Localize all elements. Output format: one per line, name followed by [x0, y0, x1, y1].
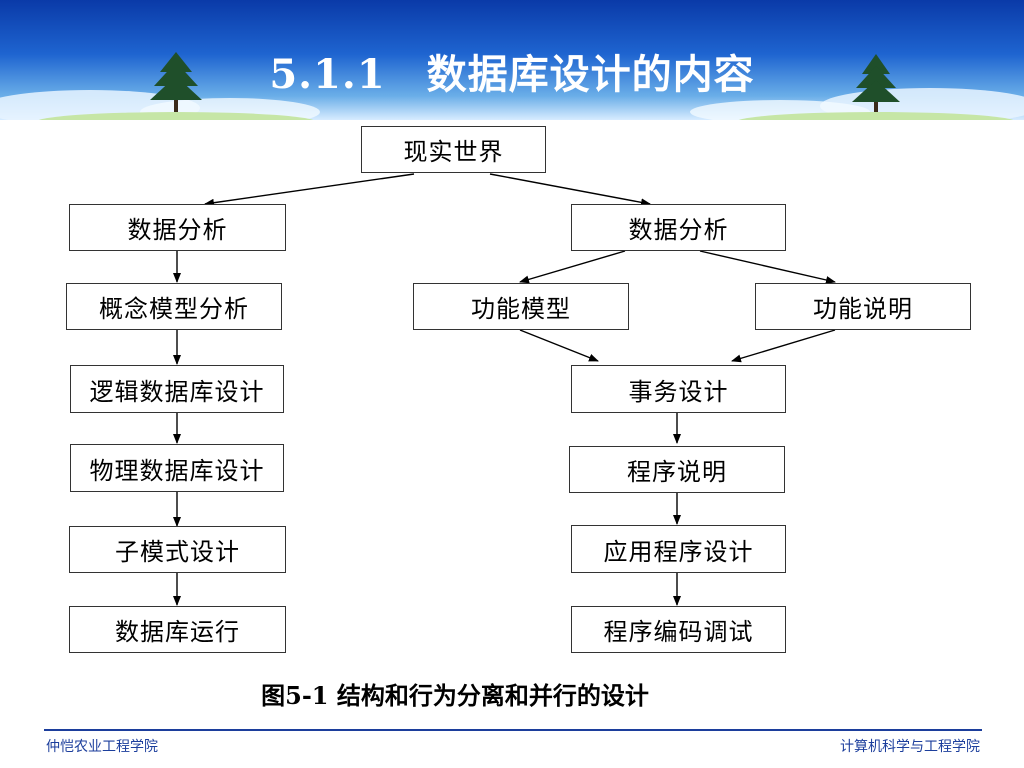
tree-icon [150, 52, 202, 116]
node-physical-db-design: 物理数据库设计 [70, 444, 284, 492]
arrow-spec-to-tx [731, 329, 836, 363]
arrow-root-to-left [204, 173, 415, 207]
tree-icon [852, 54, 900, 116]
arrow-right-to-model [519, 250, 626, 284]
node-logical-db-design: 逻辑数据库设计 [70, 365, 284, 413]
node-conceptual-model-analysis: 概念模型分析 [66, 283, 282, 330]
arrow-root-to-right [489, 173, 651, 207]
node-function-model: 功能模型 [413, 283, 629, 330]
node-function-spec: 功能说明 [755, 283, 971, 330]
node-db-operation: 数据库运行 [69, 606, 286, 653]
node-transaction-design: 事务设计 [571, 365, 786, 413]
title-banner: 5.1.1 数据库设计的内容 [0, 0, 1024, 120]
node-real-world: 现实世界 [361, 126, 546, 173]
node-coding-debugging: 程序编码调试 [571, 606, 786, 653]
node-program-spec: 程序说明 [569, 446, 785, 493]
node-left-data-analysis: 数据分析 [69, 204, 286, 251]
node-right-data-analysis: 数据分析 [571, 204, 786, 251]
node-subschema-design: 子模式设计 [69, 526, 286, 573]
banner-scenery [0, 52, 1024, 120]
footer-department: 计算机科学与工程学院 [840, 739, 980, 755]
node-application-design: 应用程序设计 [571, 525, 786, 573]
figure-caption: 图5-1 结构和行为分离和并行的设计 [261, 681, 649, 710]
arrow-right-to-spec [699, 250, 836, 284]
slide-title: 5.1.1 数据库设计的内容 [269, 51, 755, 98]
arrow-model-to-tx [519, 329, 599, 362]
footer-institution: 仲恺农业工程学院 [46, 739, 158, 755]
footer-divider [44, 729, 982, 731]
